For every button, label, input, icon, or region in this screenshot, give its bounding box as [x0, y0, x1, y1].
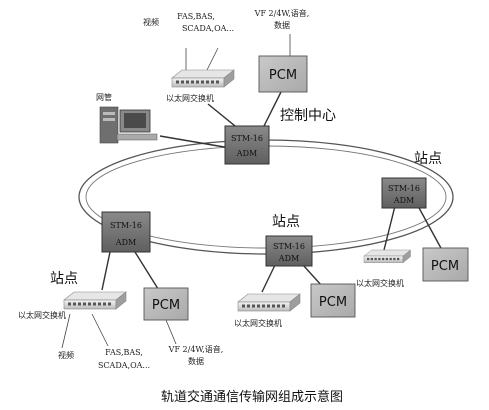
pcm-box [310, 283, 356, 318]
services-label: FAS,BAS, [105, 348, 143, 357]
video-label: 视频 [58, 350, 74, 360]
adm-label: STM-16 [273, 242, 305, 251]
pcm-label: PCM [431, 259, 459, 274]
adm-label: STM-16 [388, 184, 420, 193]
adm-box [101, 211, 151, 253]
station-left-node: STM-16 ADM 站点 以太网交换机 PCM 视频 FAS,BAS, SCA… [18, 211, 224, 370]
adm-box [265, 235, 313, 267]
pcm-services-label: VF 2/4W,语音, [254, 8, 310, 18]
pcm-box [258, 55, 308, 93]
figure-caption: 轨道交通通信传输网组成示意图 [161, 389, 343, 405]
services-label-2: SCADA,OA... [182, 24, 234, 33]
pcm-label: PCM [152, 298, 180, 313]
switch-label: 以太网交换机 [356, 278, 404, 288]
connection-links [61, 34, 443, 349]
adm-box [224, 125, 270, 165]
pcm-box [143, 287, 189, 321]
pcm-services-label: VF 2/4W,语音, [168, 344, 224, 354]
adm-label-2: ADM [393, 196, 414, 205]
pcm-label: PCM [319, 295, 347, 310]
pcm-services-label-2: 数据 [188, 356, 204, 366]
adm-label: STM-16 [110, 221, 142, 230]
control-center-label: 控制中心 [280, 108, 336, 124]
adm-label-2: ADM [236, 149, 257, 158]
control-center-node: 视频 FAS,BAS, SCADA,OA... VF 2/4W,语音, 数据 以… [96, 8, 336, 165]
ethernet-switch-icon [171, 69, 235, 88]
station-label: 站点 [50, 271, 78, 287]
ethernet-switch-icon [237, 293, 301, 312]
switch-label: 以太网交换机 [166, 93, 214, 103]
switch-label: 以太网交换机 [18, 310, 66, 320]
adm-label-2: ADM [278, 254, 299, 263]
services-label: FAS,BAS, [177, 12, 215, 21]
adm-box [381, 177, 427, 209]
nms-label: 网管 [96, 92, 112, 102]
ethernet-switch-icon [363, 249, 411, 264]
pcm-label: PCM [269, 68, 297, 83]
station-middle-node: 站点 STM-16 ADM 以太网交换机 PCM [234, 214, 356, 328]
pcm-services-label-2: 数据 [274, 20, 290, 30]
switch-label: 以太网交换机 [234, 318, 282, 328]
station-label: 站点 [414, 151, 442, 167]
pcm-box [422, 247, 469, 282]
video-label: 视频 [143, 17, 159, 27]
station-label: 站点 [272, 214, 300, 230]
adm-label: STM-16 [231, 134, 263, 143]
station-right-node: 站点 STM-16 ADM 以太网交换机 PCM [356, 151, 469, 288]
network-management-icon [99, 106, 158, 144]
adm-label-2: ADM [115, 238, 136, 247]
ethernet-switch-icon [63, 291, 127, 310]
services-label-2: SCADA,OA... [98, 361, 150, 370]
